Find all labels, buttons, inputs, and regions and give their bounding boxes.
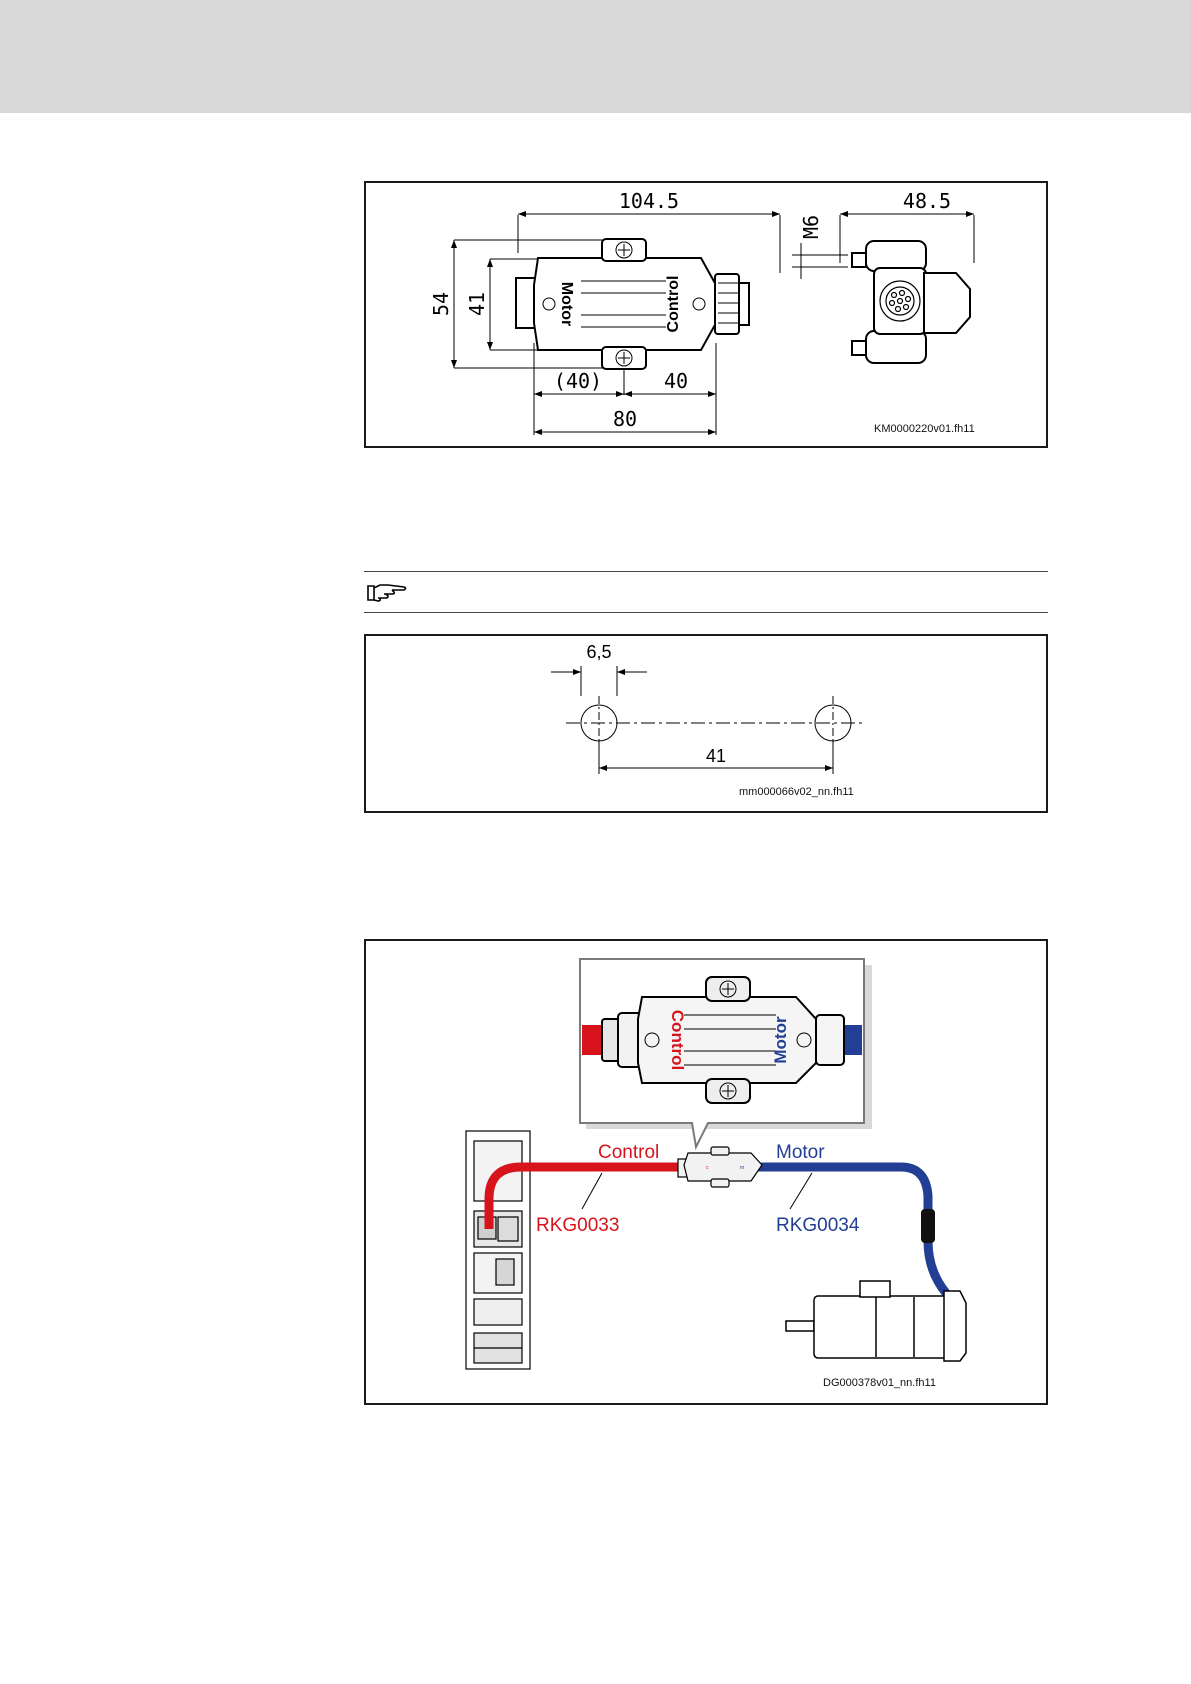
label-motor-rotated: Motor [558, 282, 575, 326]
drilling-pattern: 6,5 41 [366, 636, 1046, 811]
cable-id-motor: RKG0034 [776, 1215, 860, 1236]
cable-coupling [921, 1209, 935, 1243]
figure-id-dimension: KM0000220v01.fh11 [874, 423, 975, 435]
label-control-rotated: Control [665, 276, 682, 333]
motor-cable [758, 1167, 928, 1211]
small-connector-mark-2: m [740, 1165, 744, 1171]
dim-half-right: 40 [664, 369, 688, 393]
pointing-hand-icon [366, 580, 408, 604]
dim-overall-length: 104.5 [619, 189, 679, 213]
dim-base-length: 80 [613, 407, 637, 431]
dim-thread: M6 [799, 215, 823, 239]
cable-label-control: Control [598, 1142, 659, 1163]
cable-id-control: RKG0033 [536, 1215, 619, 1236]
figure-id-drilling: mm000066v02_nn.fh11 [739, 786, 854, 798]
servo-motor [786, 1281, 966, 1361]
dim-hole-diameter: 6,5 [586, 642, 611, 662]
dimension-drawing-figure: Motor Control 104.5 54 41 (40) 40 80 48.… [364, 181, 1048, 448]
dim-half-left: (40) [554, 369, 602, 393]
dim-side-depth: 48.5 [903, 189, 951, 213]
dimension-drawing: Motor Control 104.5 54 41 (40) 40 80 48.… [366, 183, 1046, 446]
page-header-band [0, 0, 1191, 113]
callout-bubble: Control Motor [580, 959, 872, 1147]
connection-diagram: Control Motor c m [366, 941, 1046, 1403]
dim-height-outer: 54 [429, 292, 453, 316]
dim-hole-spacing: 41 [706, 746, 726, 766]
callout-label-control: Control [668, 1010, 687, 1070]
small-connector [678, 1147, 762, 1187]
callout-label-motor: Motor [771, 1016, 790, 1064]
figure-id-connection: DG000378v01_nn.fh11 [823, 1377, 936, 1389]
cable-label-motor: Motor [776, 1142, 825, 1163]
connection-diagram-figure: Control Motor c m [364, 939, 1048, 1405]
drilling-pattern-figure: 6,5 41 mm000066v02_nn.fh11 [364, 634, 1048, 813]
note-bar [364, 571, 1048, 613]
dim-height-inner: 41 [465, 292, 489, 316]
motor-cable-lower [928, 1241, 946, 1293]
